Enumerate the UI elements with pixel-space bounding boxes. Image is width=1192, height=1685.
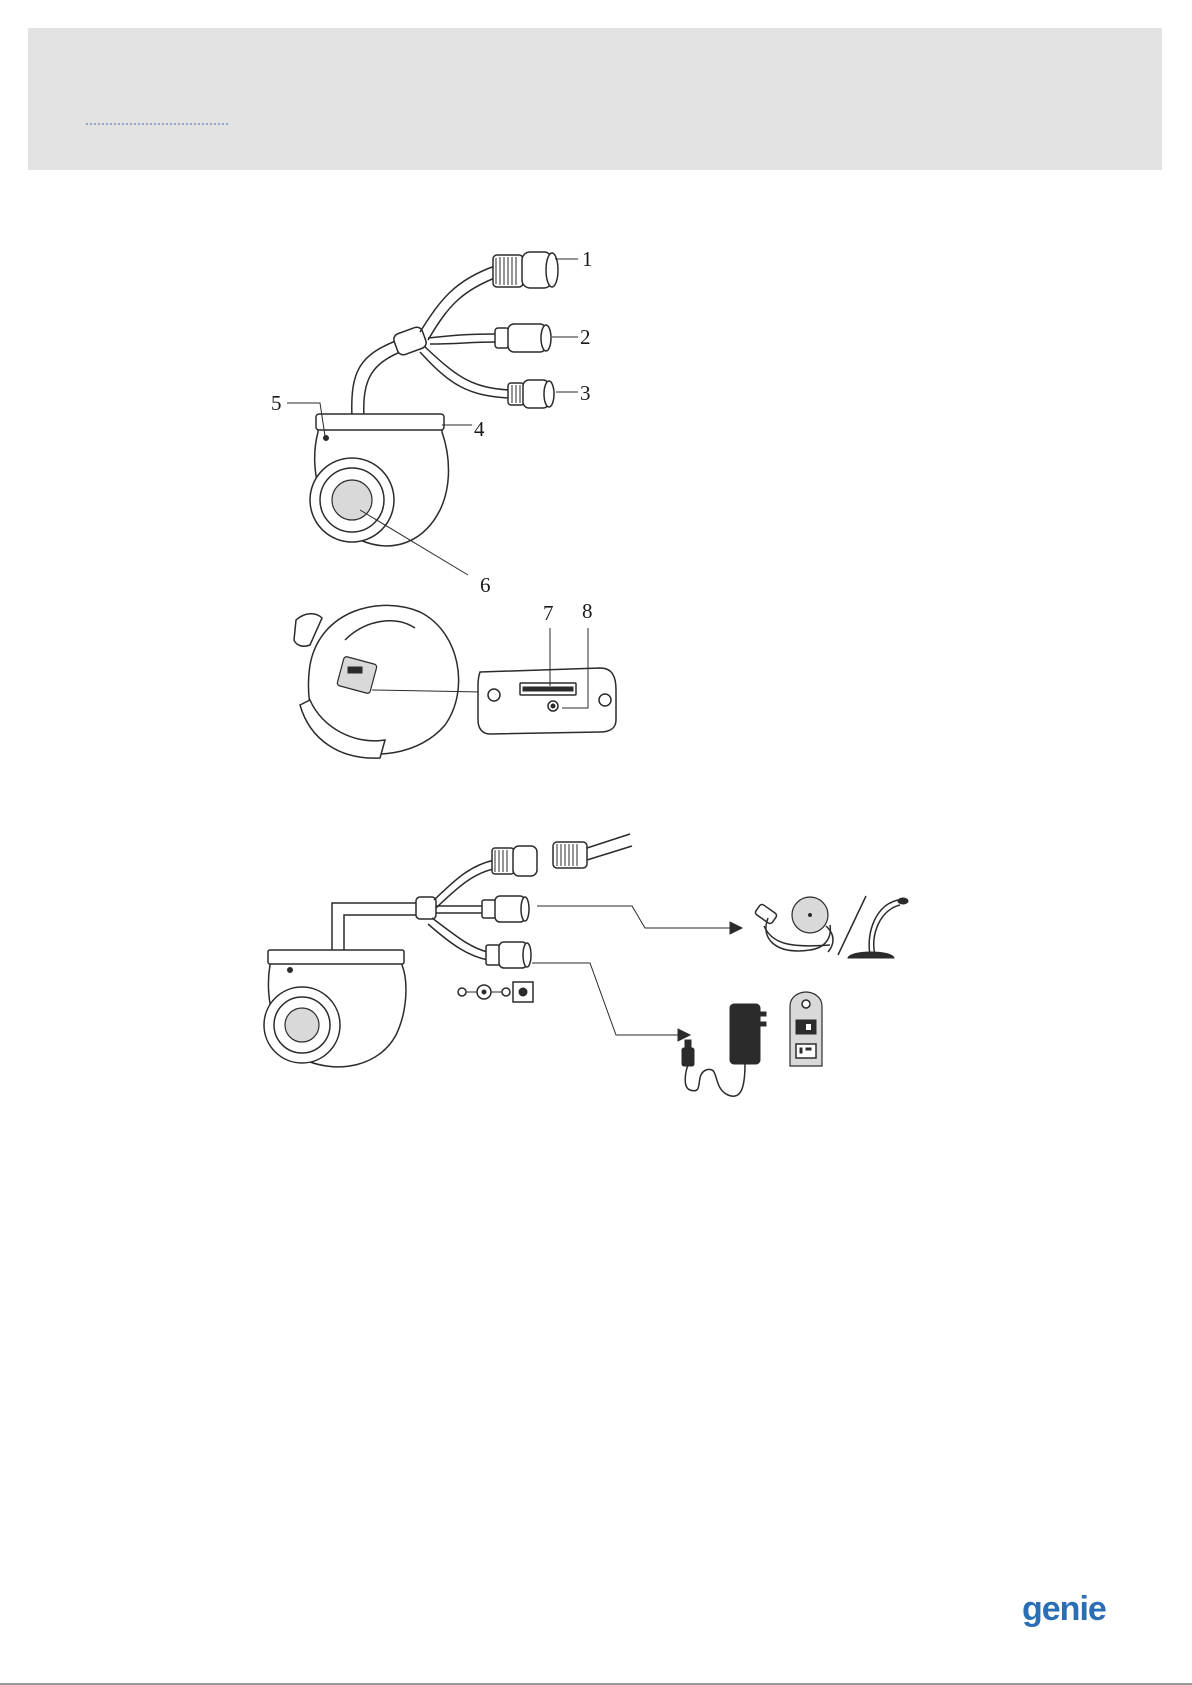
camera-front-view xyxy=(287,252,578,575)
callout-1: 1 xyxy=(582,247,593,271)
camera-dome-icon xyxy=(310,414,449,546)
power-connector-icon xyxy=(508,380,554,408)
callout-5: 5 xyxy=(271,391,282,415)
network-connector-icon xyxy=(493,252,558,288)
power-outlet-icon xyxy=(790,992,822,1066)
genie-logo: genie xyxy=(1022,1590,1106,1629)
callout-4: 4 xyxy=(474,417,485,441)
callout-2: 2 xyxy=(580,325,591,349)
power-adapter-icon xyxy=(682,1004,766,1096)
sd-card-slot-icon xyxy=(478,668,616,734)
callout-6: 6 xyxy=(480,573,491,597)
camera-rear-view xyxy=(294,605,616,758)
connection-diagram xyxy=(264,834,908,1096)
callout-3: 3 xyxy=(580,381,591,405)
callout-8: 8 xyxy=(582,599,593,623)
callout-7: 7 xyxy=(543,601,554,625)
microphone-icon xyxy=(754,896,908,958)
audio-connector-icon xyxy=(495,324,551,352)
